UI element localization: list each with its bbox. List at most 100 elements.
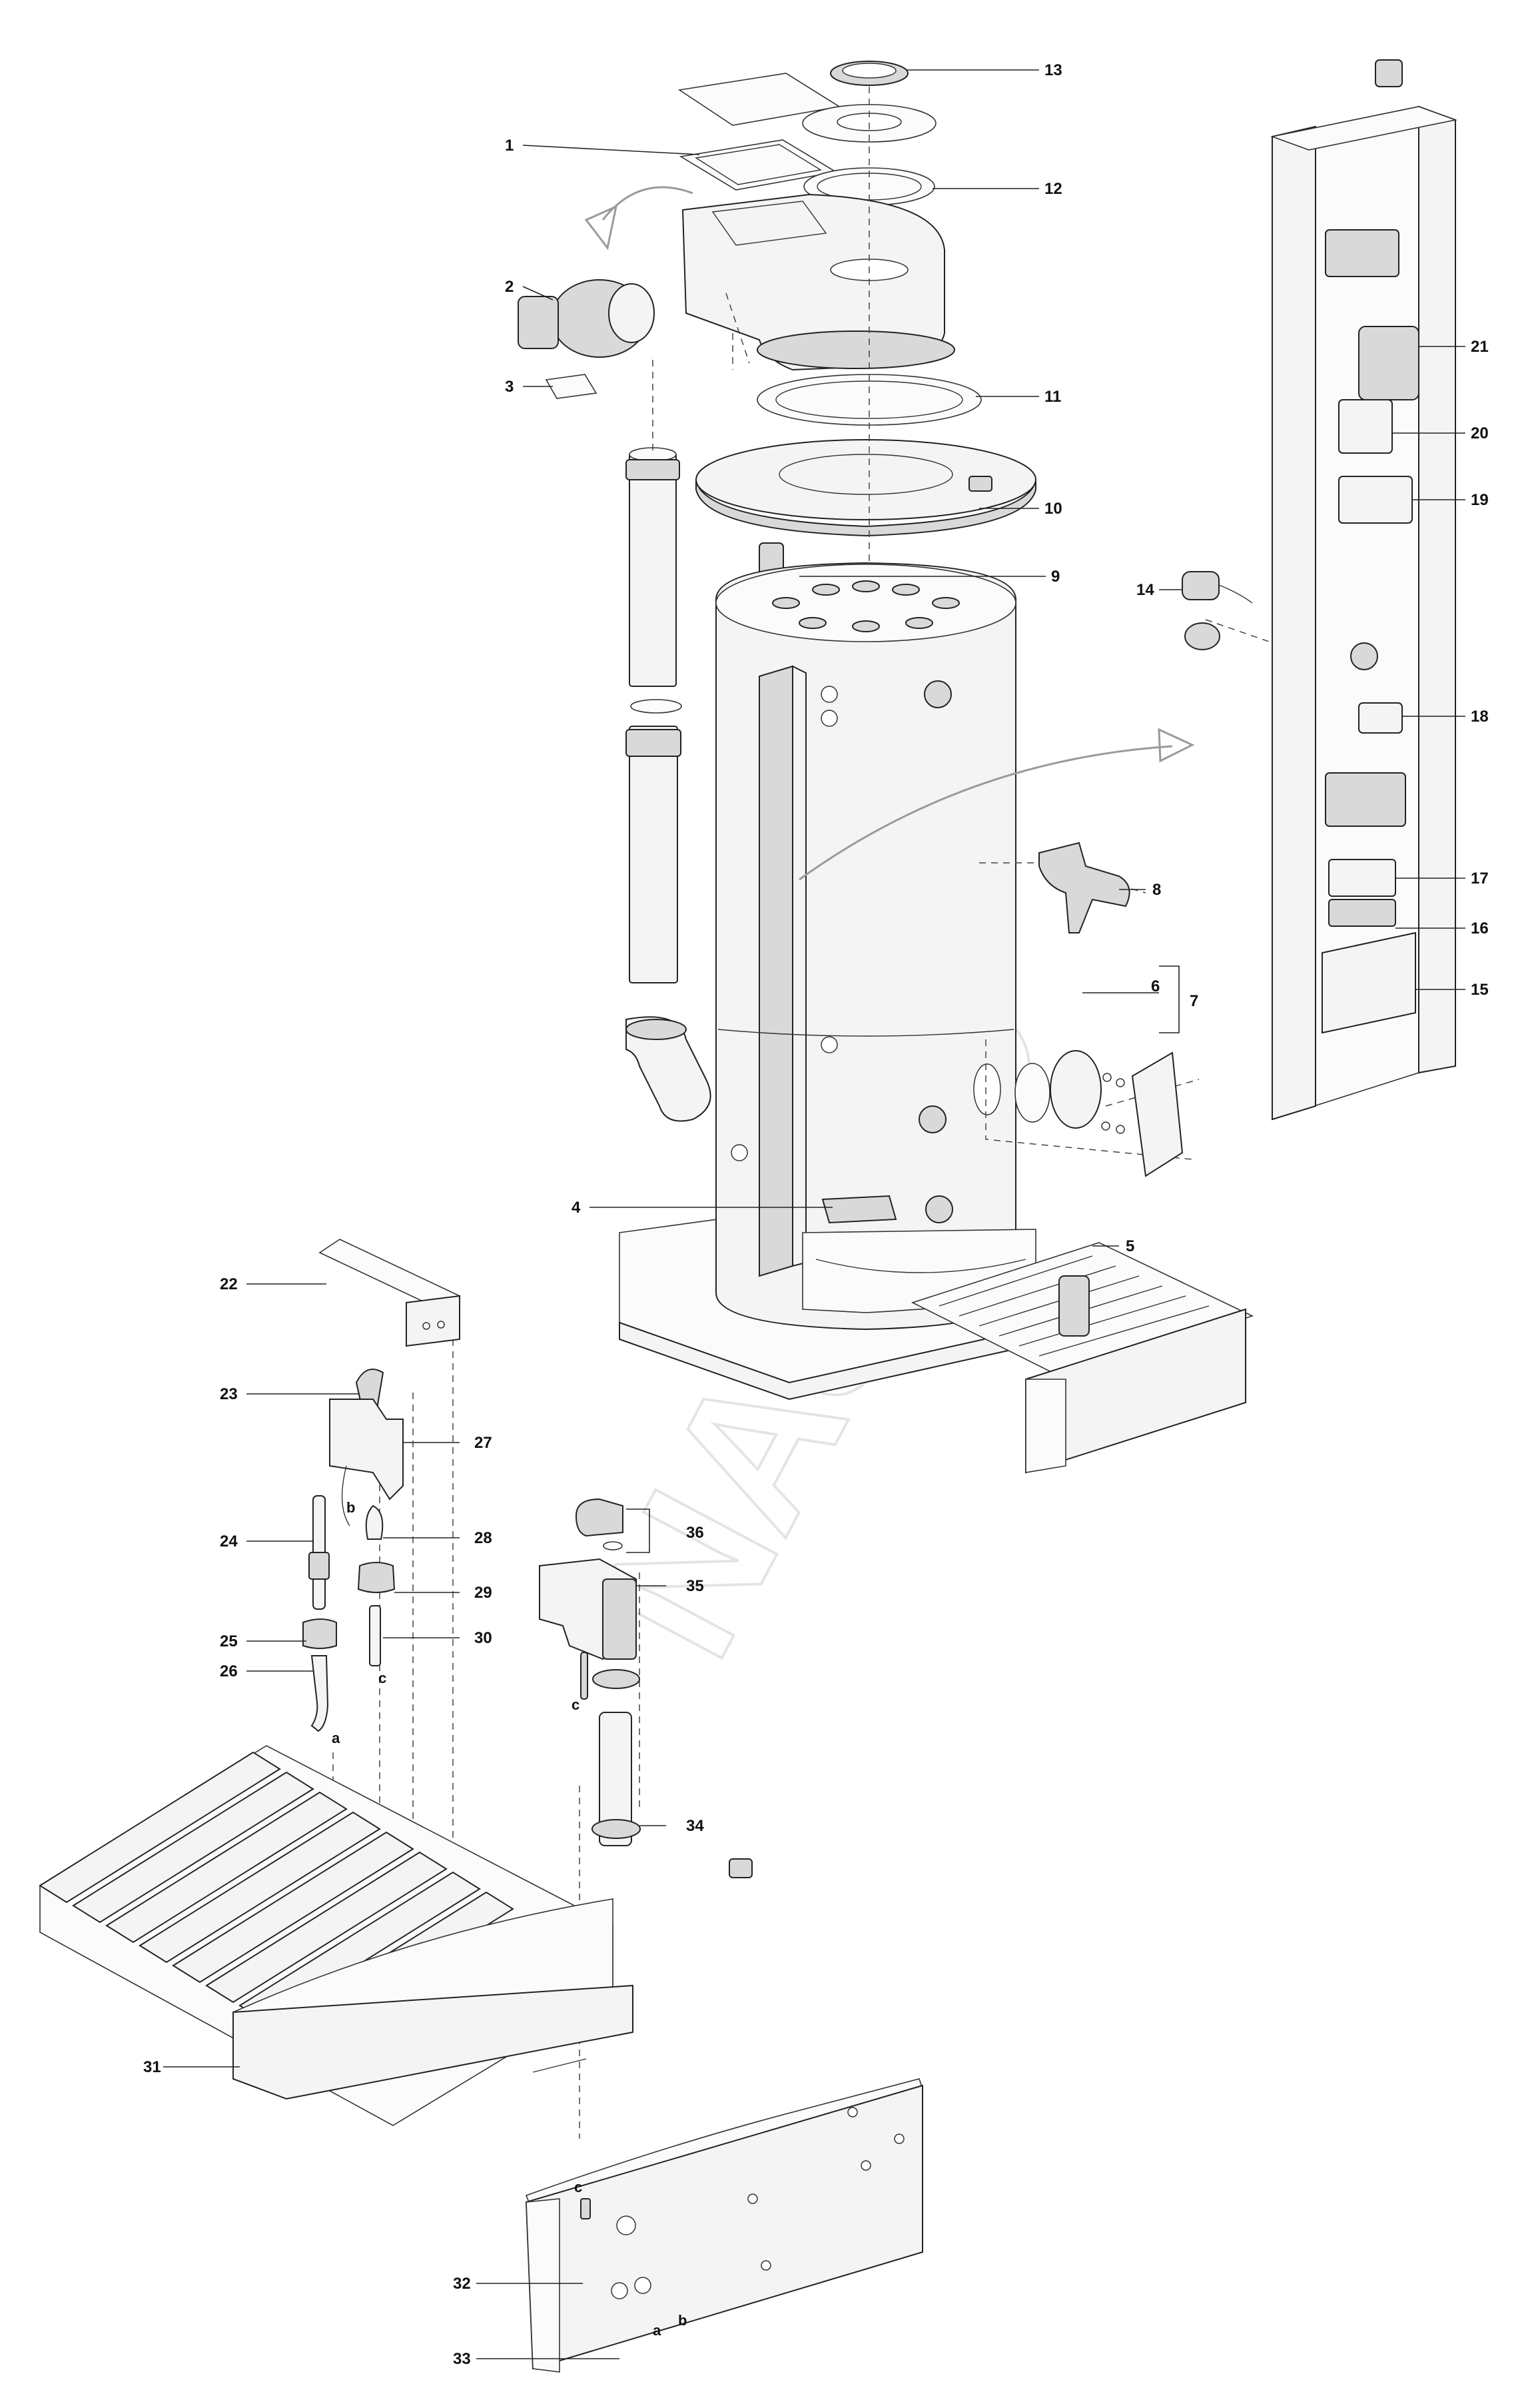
burner-tube-line [939,1255,1093,1307]
bolt [1116,1125,1125,1134]
flue-tube-hole [812,584,840,596]
part-label-25: 25 [220,1632,238,1650]
terminal-block-top [1325,229,1399,277]
part-label-17: 17 [1471,870,1489,888]
part-label-27: 27 [474,1434,492,1452]
block-hole [761,2260,771,2271]
gas-port [611,2282,628,2299]
flue-tube-hole [799,617,827,629]
block-pilot-port [580,2198,591,2219]
burner-tube [72,1771,314,1924]
burner-components [302,1239,461,1732]
flue-elbow-mouth [625,1019,687,1040]
panel-flow-arrow [799,745,1173,881]
exhaust-flow-arrow [601,186,693,221]
fan-outlet [608,283,655,343]
panel-tray-15 [1322,931,1416,1034]
part-label-28: 28 [474,1529,492,1547]
burner-housing-arc [815,1259,1026,1273]
part-label-4: 4 [572,1199,581,1217]
connection-label-b: b [346,1499,355,1516]
pilot-wire [341,1465,350,1526]
top-plate [695,439,1036,520]
gas-port [616,2215,636,2235]
part-number-labels: 1 2 3 4 5 6 7 8 9 10 11 12 13 14 15 16 1… [143,61,1489,2368]
block-hole [861,2160,871,2171]
part-label-3: 3 [505,378,514,396]
burner-tube [172,1831,414,1984]
flue-pipe-assembly [625,447,711,1122]
gas-fitting [729,1858,753,1878]
leader-7-bracket [1159,965,1180,1033]
flue-pipe-upper-collar [625,459,680,480]
vertical-duct [759,665,793,1277]
burner-tube [205,1851,448,2004]
gas-valve-21 [1358,326,1419,400]
panel-flow-arrowhead [1158,728,1195,763]
flue-pipe-lower [629,726,678,983]
burner-front-block-side [1025,1379,1066,1473]
connection-label-c: c [378,1670,386,1686]
connection-label-a-block: a [653,2322,661,2339]
valve-outlet-flange [592,1669,640,1689]
inspection-gasket [1014,1063,1050,1123]
exhaust-flow-arrowhead [584,205,618,251]
part-label-6: 6 [1151,977,1160,995]
dash-line [985,1039,1193,1160]
part-label-29: 29 [474,1584,492,1602]
flue-pipe-upper [629,452,677,687]
side-fittings [1014,842,1184,1177]
relief-valve [1038,842,1130,933]
flue-tube-hole [852,620,880,632]
bracket-22-tab [406,1295,460,1347]
thermostat-16 [1328,899,1396,927]
burner-31 [39,1745,633,2126]
bracket-hole [437,1321,445,1329]
part-label-24: 24 [220,1532,238,1550]
part-label-20: 20 [1471,424,1489,442]
cable-wires [1218,584,1253,604]
burner-tube-line [959,1265,1116,1317]
flue-tube-hole [772,597,800,609]
burner-bolt [532,2058,587,2073]
burner-drawer [911,1242,1254,1474]
part-label-23: 23 [220,1385,238,1403]
flue-collar-hole [842,63,897,79]
ignition-unit-20 [1338,399,1393,454]
leader-lines [163,69,1465,2359]
leader-2 [522,286,554,300]
inspection-plate [1131,1051,1184,1177]
panel-top [1270,106,1457,151]
burner-tubes [39,1751,514,2044]
electrode-24-body [308,1552,330,1580]
connection-label-c-valve: c [572,1696,579,1713]
pilot-tube-30 [369,1605,381,1666]
top-plate-clip [968,476,992,492]
panel-grommet [1350,642,1378,670]
part-label-5: 5 [1126,1237,1134,1255]
bolt [1101,1121,1110,1131]
pilot-bracket-27 [329,1399,404,1500]
part-label-16: 16 [1471,919,1489,937]
part-label-8: 8 [1152,881,1161,899]
burner-tube-line [1038,1305,1210,1357]
tank-socket [821,686,838,703]
burner-front-bar [232,1984,633,2100]
connection-label-c-block: c [574,2179,582,2195]
pipe-nut-34 [591,1819,641,1839]
part-label-21: 21 [1471,338,1489,356]
flue-ring [630,699,682,714]
valve-inlet-pipe [599,1712,632,1846]
thermostat-17 [1328,859,1396,897]
part-label-33: 33 [453,2350,471,2368]
flue-pipe-lower-collar [625,729,681,757]
panel-cap [1375,59,1403,87]
connection-labels: a b c c c a b [332,1499,687,2339]
terminal-block-lower [1325,772,1406,827]
flue-hood-window [711,201,827,246]
burner-tube [139,1811,381,1964]
burner-tube [39,1751,281,1904]
gas-valve-35-side [602,1578,637,1660]
flue-hood-base-flange [757,330,955,369]
